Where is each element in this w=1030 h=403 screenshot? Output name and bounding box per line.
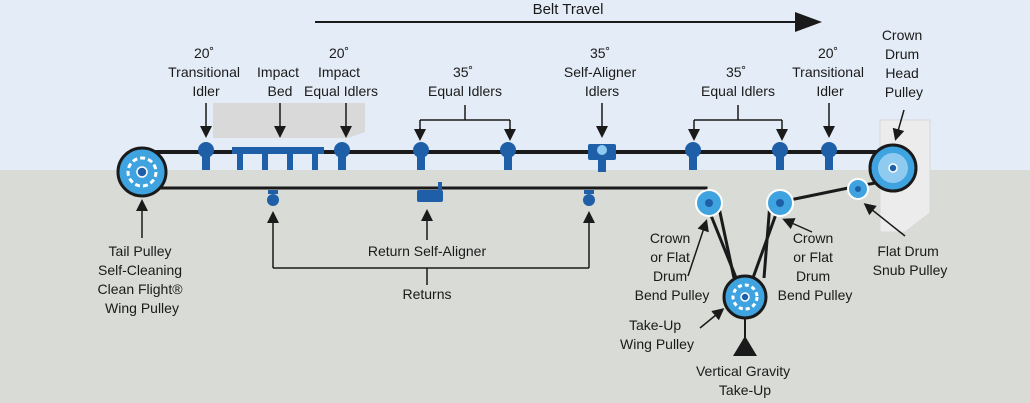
returns-label: Returns [402,286,451,302]
crown-drum-head-pulley-label: Crown Drum Head Pulley [882,27,926,100]
leader-lines [136,103,906,329]
impact-bed-label: Impact Bed [257,64,303,99]
idler-icon [198,142,214,170]
idler-icon [334,142,350,170]
return-self-aligner-icon [417,182,443,202]
ground-background [0,170,1030,403]
return-idler-icon [267,190,279,206]
return-idlers [267,190,595,206]
take-up-belt [716,202,772,279]
take-up-wing-pulley-label: Take-Up Wing Pulley [620,317,694,352]
belt-travel-arrow [315,12,822,32]
idler-icon [821,142,837,170]
impact-bed-housing [213,103,365,138]
self-aligner-idler-icon [588,144,616,172]
vertical-gravity-take-up-label: Vertical Gravity Take-Up [696,363,794,398]
idler-icon [413,142,429,170]
snub-pulley [847,178,869,200]
impact-equal-idlers-label: 20˚ Impact Equal Idlers [304,45,378,99]
bend-pulley-left-label: Crown or Flat Drum Bend Pulley [635,230,710,303]
equal-idlers-1-label: 35˚ Equal Idlers [428,64,502,99]
return-idler-icon [583,190,595,206]
bend-pulley-left [695,189,723,217]
belt-travel-label: Belt Travel [533,1,604,18]
flat-drum-snub-pulley-label: Flat Drum Snub Pulley [873,243,948,278]
idler-icon [500,142,516,170]
bend-pulley-right [766,189,794,217]
idler-icon [685,142,701,170]
transitional-idler-left-label: 20˚ Transitional Idler [168,45,244,99]
carry-idlers [198,142,837,170]
equal-idlers-2-label: 35˚ Equal Idlers [701,64,775,99]
head-pulley [868,143,918,193]
take-up-wing-pulley [722,274,768,320]
tail-pulley-label: Tail Pulley Self-Cleaning Clean Flight® … [98,243,187,316]
transitional-idler-right-label: 20˚ Transitional Idler [792,45,868,99]
impact-bed [232,147,324,170]
idler-icon [772,142,788,170]
bend-pulley-right-label: Crown or Flat Drum Bend Pulley [778,230,853,303]
gravity-weight-icon [733,336,757,356]
tail-pulley [116,146,168,198]
return-self-aligner-label: Return Self-Aligner [368,243,487,259]
self-aligner-idlers-label: 35˚ Self-Aligner Idlers [564,45,640,99]
